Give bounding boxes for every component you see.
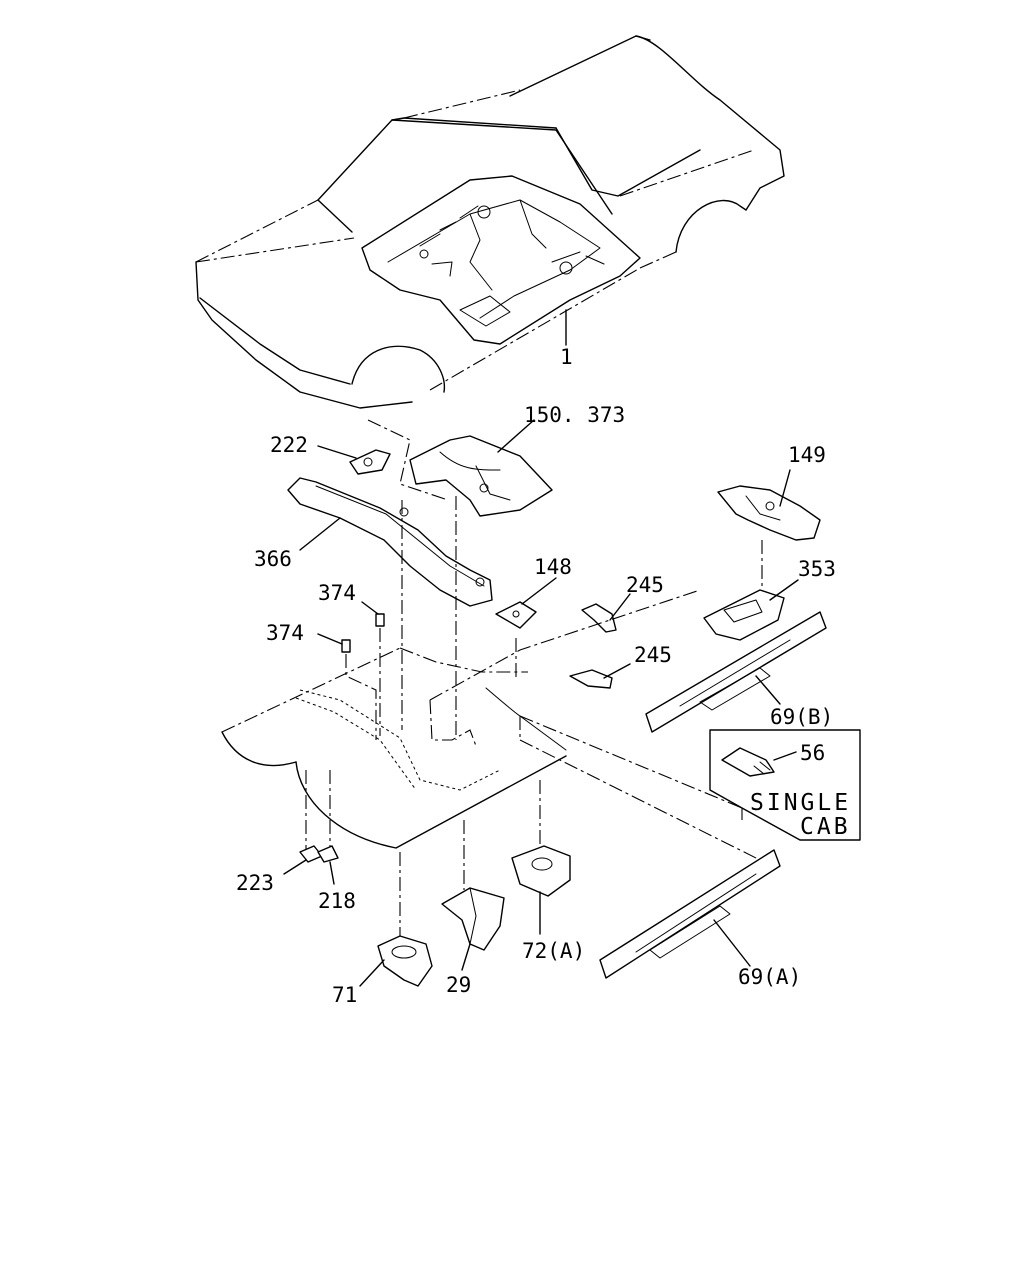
leader-150-373	[497, 419, 535, 453]
side-sill-69b	[645, 611, 827, 733]
leader-222	[317, 445, 357, 459]
frame-outline	[221, 589, 701, 849]
mount-72a	[511, 845, 571, 897]
leader-374-lower	[317, 633, 343, 645]
single-cab-variant-box	[709, 729, 861, 841]
mount-71	[377, 935, 433, 987]
leader-245-lower	[603, 663, 631, 679]
plate-218	[317, 845, 339, 863]
variant-label-line1: SINGLE	[750, 790, 851, 816]
callout-148: 148	[534, 555, 572, 579]
leader-69b	[755, 675, 781, 705]
callout-222: 222	[270, 433, 308, 457]
callout-72a: 72(A)	[522, 939, 585, 963]
callout-353: 353	[798, 557, 836, 581]
leader-353	[769, 579, 799, 601]
callout-69a: 69(A)	[738, 965, 801, 989]
guide-line	[519, 715, 743, 809]
leader-71	[359, 959, 385, 987]
callout-218: 218	[318, 889, 356, 913]
callout-366: 366	[254, 547, 292, 571]
bracket-222	[349, 449, 391, 475]
bolt-374-lower	[341, 639, 351, 653]
panel-149	[717, 485, 821, 541]
leader-245-upper	[609, 593, 631, 621]
callout-150-373: 150. 373	[524, 403, 625, 427]
bracket-148	[495, 601, 537, 629]
callout-374-upper: 374	[318, 581, 356, 605]
callout-69b: 69(B)	[770, 705, 833, 729]
leader-374-upper	[361, 601, 379, 615]
bracket-245-upper	[581, 603, 617, 633]
callout-245-upper: 245	[626, 573, 664, 597]
leader-29	[461, 943, 471, 971]
callout-223: 223	[236, 871, 274, 895]
callout-56: 56	[800, 741, 825, 765]
leader-69a	[713, 919, 751, 967]
guide-line	[345, 654, 377, 740]
callout-245-lower: 245	[634, 643, 672, 667]
floor-panel-assembly	[361, 175, 641, 345]
guide-line	[519, 739, 761, 861]
crossmember-366	[287, 477, 493, 607]
bolt-374-upper	[375, 613, 385, 627]
bracket-245-lower	[569, 669, 613, 689]
callout-71: 71	[332, 983, 357, 1007]
callout-374-lower: 374	[266, 621, 304, 645]
vehicle-body-outline	[195, 35, 785, 409]
callout-1: 1	[560, 345, 573, 369]
callout-29: 29	[446, 973, 471, 997]
side-sill-69a	[599, 849, 781, 979]
leader-366	[299, 517, 341, 551]
floor-section-353	[703, 589, 785, 641]
leader-218	[329, 861, 335, 885]
floor-tunnel-part	[409, 435, 553, 517]
leader-149	[779, 469, 791, 507]
variant-label-line2: CAB	[800, 814, 851, 840]
callout-149: 149	[788, 443, 826, 467]
bracket-29	[441, 887, 505, 951]
leader-148	[521, 577, 557, 605]
leader-223	[283, 859, 307, 875]
